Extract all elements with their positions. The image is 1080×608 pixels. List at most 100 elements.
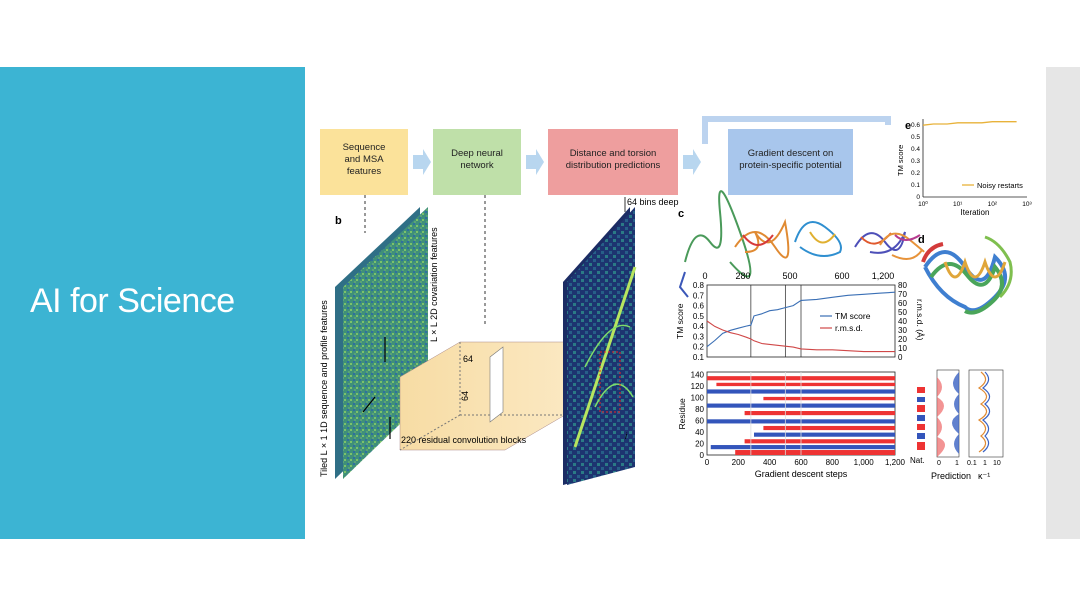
tm-rmsd-chart: 0.10.20.30.40.50.60.70.80102030405060708… (675, 281, 925, 362)
residual-block-slice (490, 347, 503, 422)
prediction-strip (937, 370, 959, 457)
snapshot-label: 500 (782, 271, 797, 281)
y-tick-right: 40 (898, 317, 907, 326)
y-tick-left: 0.4 (693, 322, 705, 331)
x-tick: 800 (826, 458, 840, 467)
pipeline-box-text: protein-specific potential (739, 160, 841, 171)
pipeline-box-text: Deep neural (451, 148, 503, 159)
y-axis-label-left: TM score (675, 303, 685, 339)
pipeline-box-text: Distance and torsion (570, 148, 657, 159)
pipeline-box-text: features (347, 166, 382, 177)
y-tick: 140 (691, 370, 705, 379)
y-tick: 120 (691, 382, 705, 391)
x-tick: 10² (988, 201, 998, 208)
secondary-structure-band (745, 439, 895, 443)
y-tick: 0.2 (911, 170, 920, 177)
secondary-structure-band (716, 383, 895, 386)
nat-label: Nat. (910, 456, 925, 465)
y-tick-left: 0.7 (693, 291, 705, 300)
secondary-structure-band (763, 426, 895, 430)
y-tick: 0.4 (911, 146, 920, 153)
snapshot-label: 0 (702, 271, 707, 281)
y-tick: 0 (916, 194, 920, 201)
y-tick: 100 (691, 393, 705, 402)
y-tick-left: 0.6 (693, 302, 705, 311)
y-tick: 0.3 (911, 158, 920, 165)
kappa-strip (969, 370, 1003, 457)
y-tick: 0.6 (911, 122, 920, 129)
prediction-label: Prediction (931, 471, 971, 481)
dim-64-a: 64 (463, 354, 473, 364)
x-tick: 10³ (1022, 201, 1032, 208)
tiled-features-label: Tiled L × 1 1D sequence and profile feat… (319, 300, 329, 477)
x-tick: 10⁰ (918, 200, 928, 208)
secondary-structure-band (711, 445, 895, 449)
pipeline-flow: Sequenceand MSAfeaturesDeep neuralnetwor… (320, 129, 853, 195)
y-tick-right: 50 (898, 308, 907, 317)
snapshot-label: 600 (834, 271, 849, 281)
y-tick-right: 70 (898, 290, 907, 299)
y-tick: 0.5 (911, 134, 920, 141)
y-axis-label: TM score (896, 145, 905, 176)
series-line-noisy-restarts (923, 122, 1017, 126)
snapshot-label: 280 (735, 271, 750, 281)
y-tick-right: 10 (898, 344, 907, 353)
panel-c-label: c (678, 208, 684, 220)
x-tick: 200 (732, 458, 746, 467)
pipeline-arrow (683, 149, 701, 175)
kappa-tick-0: 0.1 (967, 460, 977, 467)
y-tick-right: 0 (898, 353, 903, 362)
secondary-structure-band (754, 433, 895, 437)
legend-label: r.m.s.d. (835, 323, 863, 333)
x-axis-label: Iteration (961, 208, 990, 217)
native-strip (917, 385, 925, 455)
pipeline-arrow (526, 149, 544, 175)
dim-64-b: 64 (460, 391, 470, 401)
y-tick-right: 20 (898, 335, 907, 344)
y-tick: 80 (695, 405, 704, 414)
panel-d-label: d (918, 234, 925, 246)
protein-snapshot-0 (685, 191, 750, 276)
slide-title: AI for Science (30, 282, 235, 321)
pipeline-box-text: network (460, 160, 494, 171)
legend-label: Noisy restarts (977, 181, 1023, 190)
pipeline-box-text: Gradient descent on (748, 148, 834, 159)
x-tick: 0 (705, 458, 710, 467)
protein-structure-overlay (923, 237, 1011, 313)
y-tick-right: 60 (898, 299, 907, 308)
secondary-structure-band (763, 397, 895, 400)
right-scroll-band (1046, 67, 1080, 539)
residual-blocks-label: 220 residual convolution blocks (401, 435, 527, 445)
snapshot-label: 1,200 (872, 271, 895, 281)
pred-tick-0: 0 (937, 460, 941, 467)
x-tick: 1,000 (854, 458, 875, 467)
secondary-structure-band (735, 450, 895, 455)
y-tick-right: 30 (898, 326, 907, 335)
y-tick-left: 0.1 (693, 353, 705, 362)
y-axis-label: Residue (677, 398, 687, 429)
y-tick-left: 0.2 (693, 343, 705, 352)
pred-tick-1: 1 (955, 460, 959, 467)
panel-b-label: b (335, 215, 342, 227)
x-tick: 10¹ (953, 201, 963, 208)
y-axis-label-right: r.m.s.d. (Å) (915, 299, 925, 341)
x-tick: 400 (763, 458, 777, 467)
bins-deep-label: 64 bins deep (627, 197, 679, 207)
covariation-label: L × L 2D covariation features (429, 227, 439, 342)
x-tick: 1,200 (885, 458, 906, 467)
y-tick-left: 0.5 (693, 312, 705, 321)
y-tick: 40 (695, 428, 704, 437)
secondary-structure-band (745, 411, 895, 415)
y-tick-right: 80 (898, 281, 907, 290)
pipeline-box-text: and MSA (344, 154, 384, 165)
y-tick: 20 (695, 439, 704, 448)
y-tick: 0.1 (911, 182, 920, 189)
x-tick: 600 (794, 458, 808, 467)
kappa-tick-1: 1 (983, 460, 987, 467)
y-tick-left: 0.8 (693, 281, 705, 290)
y-tick: 60 (695, 416, 704, 425)
kappa-tick-2: 10 (993, 460, 1001, 467)
